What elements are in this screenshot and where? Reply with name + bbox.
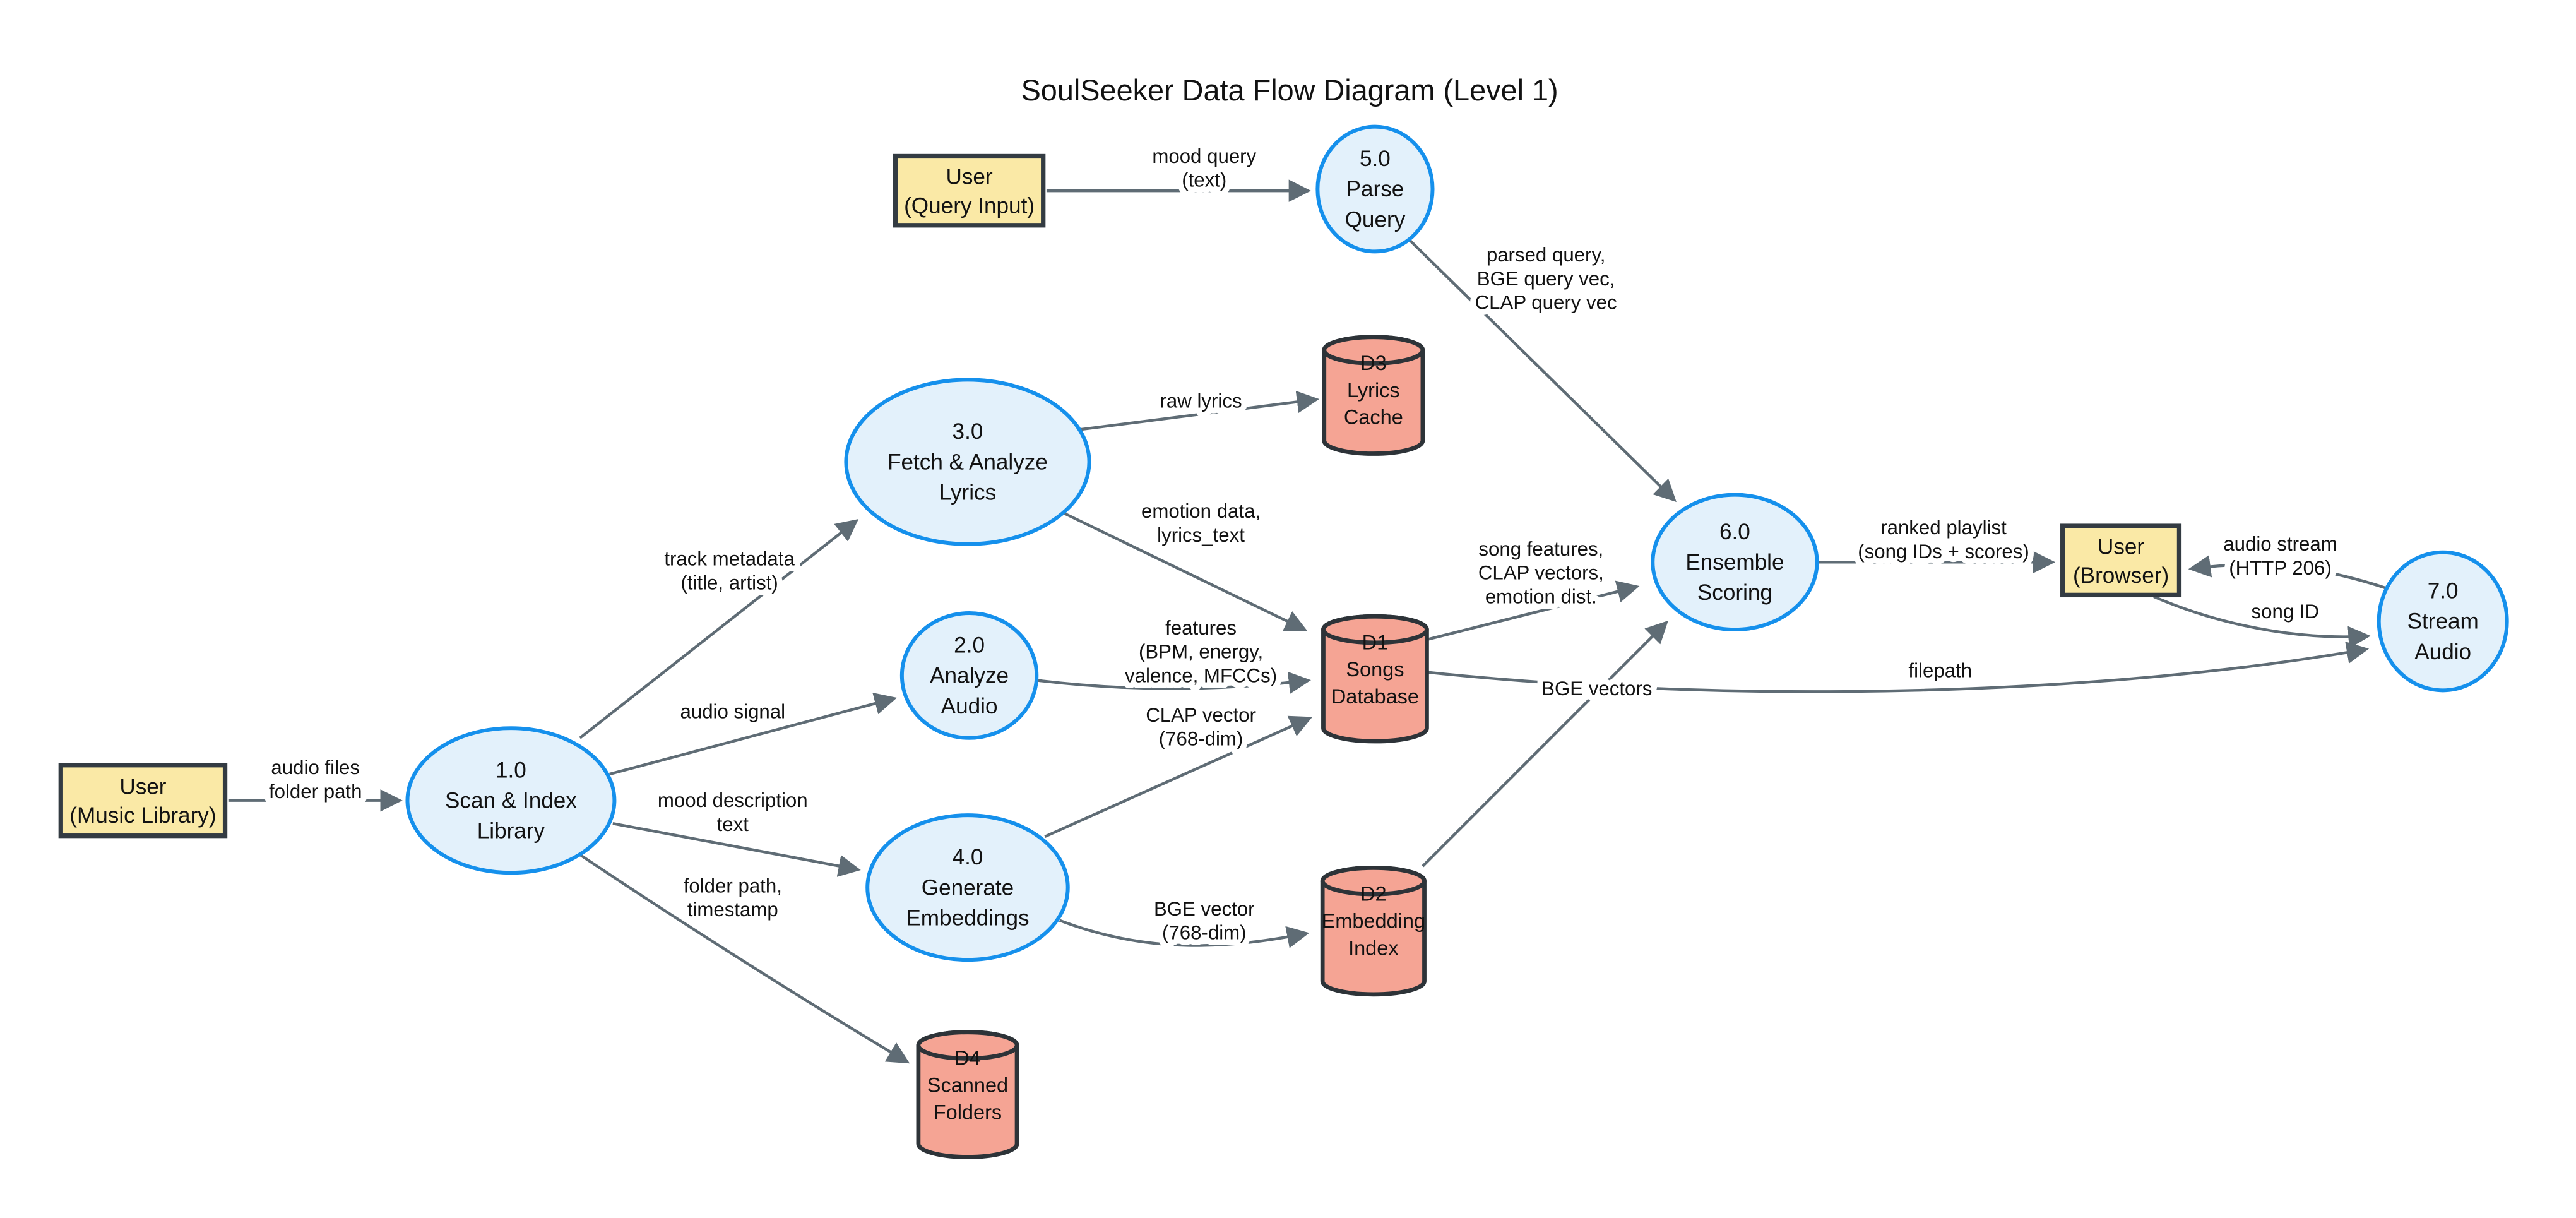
edge-clap-vector <box>1044 715 1313 838</box>
edge-bge-vector-label: BGE vector(768-dim) <box>1154 898 1255 944</box>
edge-song-features-label: song features,CLAP vectors,emotion dist. <box>1478 538 1604 607</box>
entity-user-music-library-shape <box>58 763 228 839</box>
edge-track-metadata <box>579 518 859 739</box>
diagram-title: SoulSeeker Data Flow Diagram (Level 1) <box>1021 74 1558 107</box>
process-4-generate-embeddings-shape <box>865 813 1070 962</box>
edge-song-features <box>1427 580 1640 641</box>
entity-user-browser-shape <box>2060 523 2182 598</box>
edge-raw-lyrics-label: raw lyrics <box>1160 390 1242 412</box>
entity-user-music-library-label: User(Music Library) <box>69 774 216 828</box>
datastore-d4-scanned-folders-rim <box>916 1030 1019 1061</box>
process-5-parse-query-shape <box>1315 124 1435 254</box>
edge-bge-vectors-label: BGE vectors <box>1541 678 1652 700</box>
edge-folder-path-label: folder path,timestamp <box>684 875 782 921</box>
edge-folder-path <box>569 847 910 1064</box>
edge-raw-lyrics <box>1071 390 1320 433</box>
edge-emotion-data-label: emotion data,lyrics_text <box>1141 500 1261 546</box>
nodes-layer: User(Query Input) User(Music Library) User… <box>58 124 2509 1159</box>
edge-features-label: features(BPM, energy,valence, MFCCs) <box>1125 617 1277 686</box>
process-7-stream-audio-shape <box>2377 550 2509 693</box>
datastore-d3-lyrics-cache-rim <box>1322 335 1425 366</box>
edge-emotion-data <box>1052 506 1308 631</box>
entity-user-query-input: User(Query Input) <box>893 153 1046 228</box>
edge-clap-vector-label: CLAP vector(768-dim) <box>1146 704 1256 750</box>
edge-mood-query-label: mood query(text) <box>1152 145 1256 191</box>
datastore-d1-songs-database-rim <box>1321 614 1429 645</box>
edge-audio-stream-label: audio stream(HTTP 206) <box>2223 533 2337 579</box>
edge-filepath <box>1427 642 2370 693</box>
edges-layer <box>228 179 2388 1064</box>
entity-user-browser-label: User(Browser) <box>2073 534 2169 588</box>
edge-track-metadata-label: track metadata(title, artist) <box>664 548 795 594</box>
edge-mood-description <box>612 821 861 877</box>
edge-audio-signal <box>609 692 897 776</box>
edge-bge-vectors <box>1422 620 1668 868</box>
edge-ranked-playlist-label: ranked playlist(song IDs + scores) <box>1858 516 2029 563</box>
edge-filepath-label: filepath <box>1908 660 1972 682</box>
process-1-scan-index-library-shape <box>405 726 617 875</box>
edge-audio-stream <box>2188 555 2388 590</box>
edge-song-id <box>2153 595 2371 648</box>
datastore-d2-embedding-index-rim <box>1320 866 1427 897</box>
edge-song-id-label: song ID <box>2252 600 2320 623</box>
edge-bge-vector <box>1059 919 1310 948</box>
edge-parsed-query <box>1408 239 1677 503</box>
entity-user-music-library: User(Music Library) <box>58 763 228 839</box>
edge-audio-signal-label: audio signal <box>680 701 785 723</box>
process-6-ensemble-scoring-shape <box>1651 493 1819 632</box>
process-3-fetch-analyze-lyrics-shape <box>844 378 1091 546</box>
entity-user-query-input-shape <box>893 153 1046 228</box>
entity-user-browser: User(Browser) <box>2060 523 2182 598</box>
process-2-analyze-audio-shape <box>899 611 1039 740</box>
edge-parsed-query-label: parsed query,BGE query vec,CLAP query ve… <box>1475 244 1617 313</box>
entity-user-query-input-label: User(Query Input) <box>904 165 1035 218</box>
edge-features <box>1038 671 1312 694</box>
